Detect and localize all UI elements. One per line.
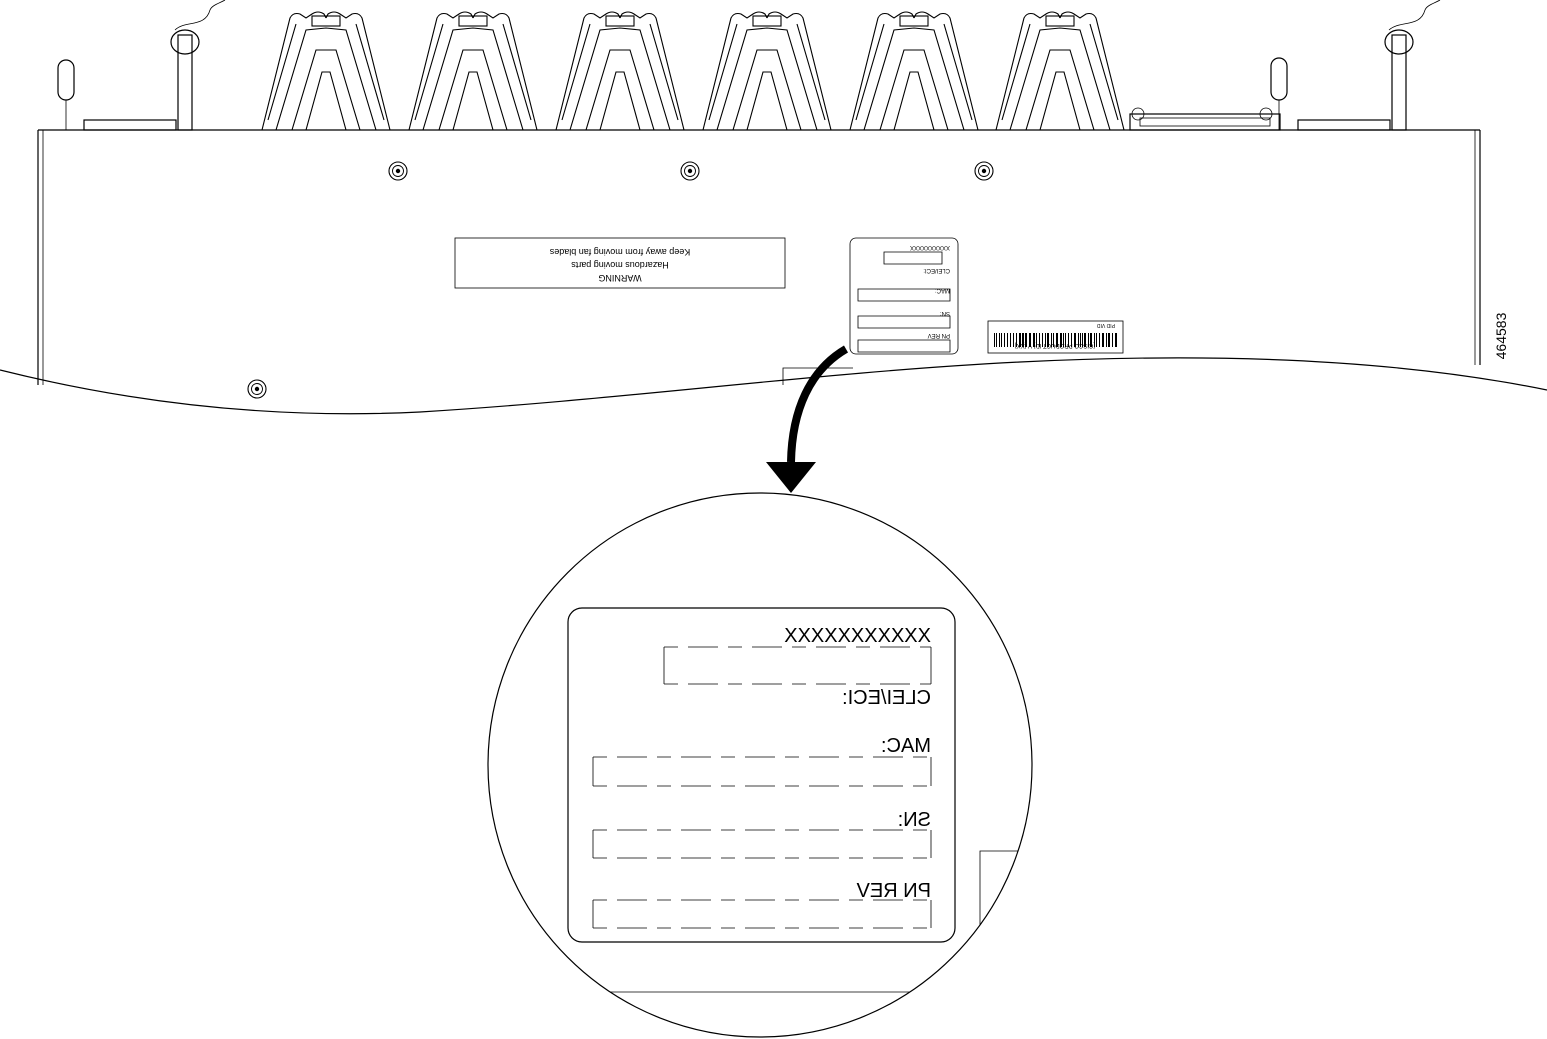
chassis-body — [0, 129, 1547, 415]
connector-block — [1129, 107, 1281, 131]
figure-id: 464583 — [1493, 312, 1509, 359]
small-label-clei: CLEI/ECI: — [923, 267, 950, 273]
left-latch-icon — [83, 0, 226, 131]
arrow-icon — [766, 345, 849, 493]
mac-field — [592, 756, 932, 787]
small-label-mac: MAC: — [935, 287, 950, 293]
barcode-caption: PID VID — [1097, 322, 1115, 328]
warning-line-3: Keep away from moving fan blades — [549, 247, 690, 257]
zoom-label-panel — [567, 607, 956, 943]
small-label-sn: SN: — [940, 310, 950, 316]
fan-handle-icon — [261, 11, 391, 131]
zoom-label-code: XXXXXXXXXXX — [784, 625, 931, 647]
right-latch-icon — [1297, 0, 1441, 131]
small-id-label: XXXXXXXXXX CLEI/ECI: MAC: SN: PN REV — [849, 237, 959, 355]
zoom-label-sn: SN: — [898, 809, 931, 831]
fan-handle-icon — [555, 11, 685, 131]
fan-handle-icon — [702, 11, 832, 131]
zoom-label-mac: MAC: — [881, 735, 931, 757]
screws — [247, 161, 994, 399]
screw-icon — [680, 161, 700, 181]
screw-icon — [247, 379, 267, 399]
barcode — [994, 333, 1117, 347]
barcode-label: [CISCO PRODUCT ID] V [XX] PID VID — [987, 320, 1124, 354]
warning-label: WARNING Hazardous moving parts Keep away… — [454, 237, 786, 289]
label-bracket — [782, 367, 853, 385]
zoom-detail: XXXXXXXXXXX CLEI/ECI: MAC: SN: PN REV — [487, 492, 1033, 1038]
fan-handles — [261, 11, 1125, 131]
warning-title: WARNING — [598, 273, 641, 283]
screw-icon — [388, 161, 408, 181]
fan-handle-icon — [995, 11, 1125, 131]
right-led-post — [1270, 57, 1288, 130]
screw-icon — [974, 161, 994, 181]
sn-field — [592, 829, 932, 859]
fan-handle-icon — [849, 11, 979, 131]
clei-field — [663, 646, 932, 685]
pn-rev-field — [592, 899, 932, 929]
barcode-text: [CISCO PRODUCT ID] V [XX] — [1015, 342, 1095, 348]
small-label-code: XXXXXXXXXX — [910, 244, 950, 250]
zoom-label-clei: CLEI/ECI: — [842, 687, 931, 709]
fan-handle-icon — [408, 11, 538, 131]
small-label-pn-rev: PN REV — [928, 332, 950, 338]
left-led-post — [57, 59, 75, 130]
warning-line-2: Hazardous moving parts — [571, 260, 669, 270]
zoom-label-pn-rev: PN REV — [856, 880, 931, 902]
